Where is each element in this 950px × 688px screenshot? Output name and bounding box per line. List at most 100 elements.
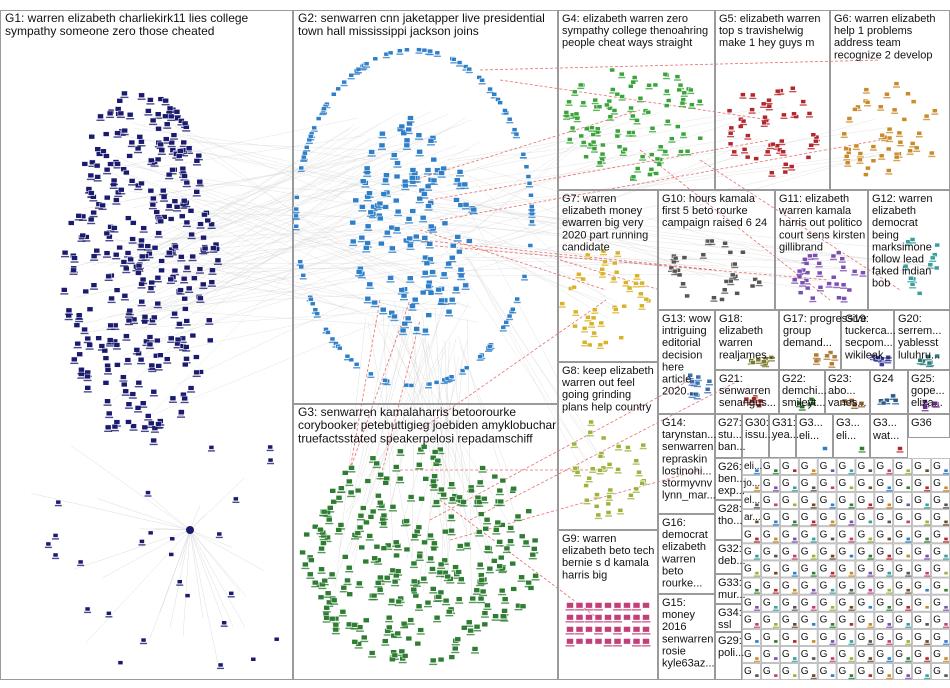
- edge: [446, 106, 787, 176]
- group-label-g32: G32:deb...: [718, 543, 746, 567]
- node-label-mark: [396, 454, 405, 456]
- node-label-mark: [528, 224, 536, 226]
- node-label-mark: [319, 538, 328, 541]
- node: [693, 391, 699, 397]
- node-label-mark: [434, 292, 443, 295]
- node: [905, 656, 911, 661]
- small-group-cell-label: G: [820, 666, 828, 677]
- node-label-mark: [687, 92, 695, 95]
- node: [631, 75, 638, 80]
- node: [342, 554, 349, 560]
- node-label-mark: [528, 212, 536, 215]
- node: [606, 494, 613, 500]
- node: [208, 445, 215, 450]
- node-label-mark: [641, 621, 651, 623]
- node: [773, 605, 779, 610]
- node-label-mark: [125, 323, 134, 326]
- node: [90, 253, 98, 259]
- small-group-cell: [780, 526, 799, 544]
- node-label-mark: [429, 663, 438, 666]
- node: [99, 202, 106, 208]
- node: [943, 537, 949, 541]
- node: [494, 519, 502, 526]
- node: [189, 332, 197, 339]
- node: [574, 470, 581, 475]
- small-group-cell: [855, 577, 875, 595]
- node: [323, 615, 330, 621]
- node-label-mark: [605, 499, 613, 501]
- node: [320, 540, 327, 546]
- node: [228, 591, 234, 596]
- node: [311, 524, 319, 530]
- node-label-mark: [377, 148, 386, 151]
- small-group-cell: [893, 492, 912, 510]
- node-label-mark: [167, 341, 176, 343]
- node: [394, 160, 401, 166]
- node: [486, 565, 494, 572]
- node-label-mark: [456, 65, 464, 67]
- node-label-mark: [370, 598, 379, 601]
- node-label-mark: [606, 119, 614, 121]
- node: [566, 614, 574, 621]
- group-label-g28: G28:tho...: [718, 503, 742, 527]
- node: [610, 87, 616, 92]
- node-label-mark: [129, 429, 138, 431]
- node-label-mark: [374, 586, 383, 588]
- group-panel-g21: [715, 370, 779, 414]
- group-label-line: editorial: [662, 337, 701, 349]
- node: [711, 295, 717, 300]
- node: [396, 475, 404, 482]
- node: [642, 638, 650, 645]
- node-label-mark: [593, 497, 601, 499]
- node: [125, 317, 133, 324]
- node-label-mark: [413, 534, 422, 537]
- group-panel-g19: [841, 310, 894, 370]
- node: [168, 552, 175, 557]
- node: [410, 560, 418, 567]
- group-label-line: senwarren: [662, 441, 713, 453]
- node-label-mark: [300, 159, 308, 162]
- node-label-mark: [103, 172, 112, 175]
- node: [525, 579, 532, 586]
- small-group-cell-label: G: [876, 632, 884, 643]
- node-label-mark: [896, 144, 904, 147]
- small-group-cell-label: G: [857, 512, 865, 523]
- small-group-cell-label: G: [933, 478, 941, 489]
- small-group-cell-label: G: [857, 666, 865, 677]
- node: [398, 287, 406, 293]
- node-label-mark: [810, 575, 817, 577]
- group-label-line: poli...: [718, 647, 744, 659]
- cross-group-edge: [424, 244, 829, 281]
- node-label-mark: [382, 56, 390, 59]
- small-group-cell-label: G: [820, 598, 828, 609]
- edge: [417, 356, 460, 587]
- node: [407, 617, 414, 623]
- node: [590, 139, 597, 145]
- node: [117, 110, 125, 117]
- node-label-mark: [145, 256, 154, 259]
- node: [496, 487, 504, 494]
- node-label-mark: [727, 283, 735, 286]
- node: [943, 485, 949, 490]
- edge: [107, 119, 472, 267]
- node-label-mark: [943, 524, 949, 526]
- node-label-mark: [355, 275, 364, 277]
- node: [498, 554, 505, 561]
- node: [897, 446, 903, 451]
- node: [830, 502, 835, 507]
- node: [887, 588, 892, 593]
- node: [139, 400, 147, 406]
- node-label-mark: [490, 97, 498, 99]
- node-label-mark: [316, 532, 325, 535]
- node: [585, 614, 593, 621]
- node-label-mark: [740, 123, 748, 126]
- node: [731, 149, 738, 155]
- group-label-line: plans help country: [562, 401, 652, 413]
- node-label-mark: [410, 539, 419, 541]
- node-label-mark: [350, 538, 359, 540]
- node: [196, 266, 204, 272]
- node-label-mark: [106, 116, 115, 119]
- node-label-mark: [632, 621, 641, 623]
